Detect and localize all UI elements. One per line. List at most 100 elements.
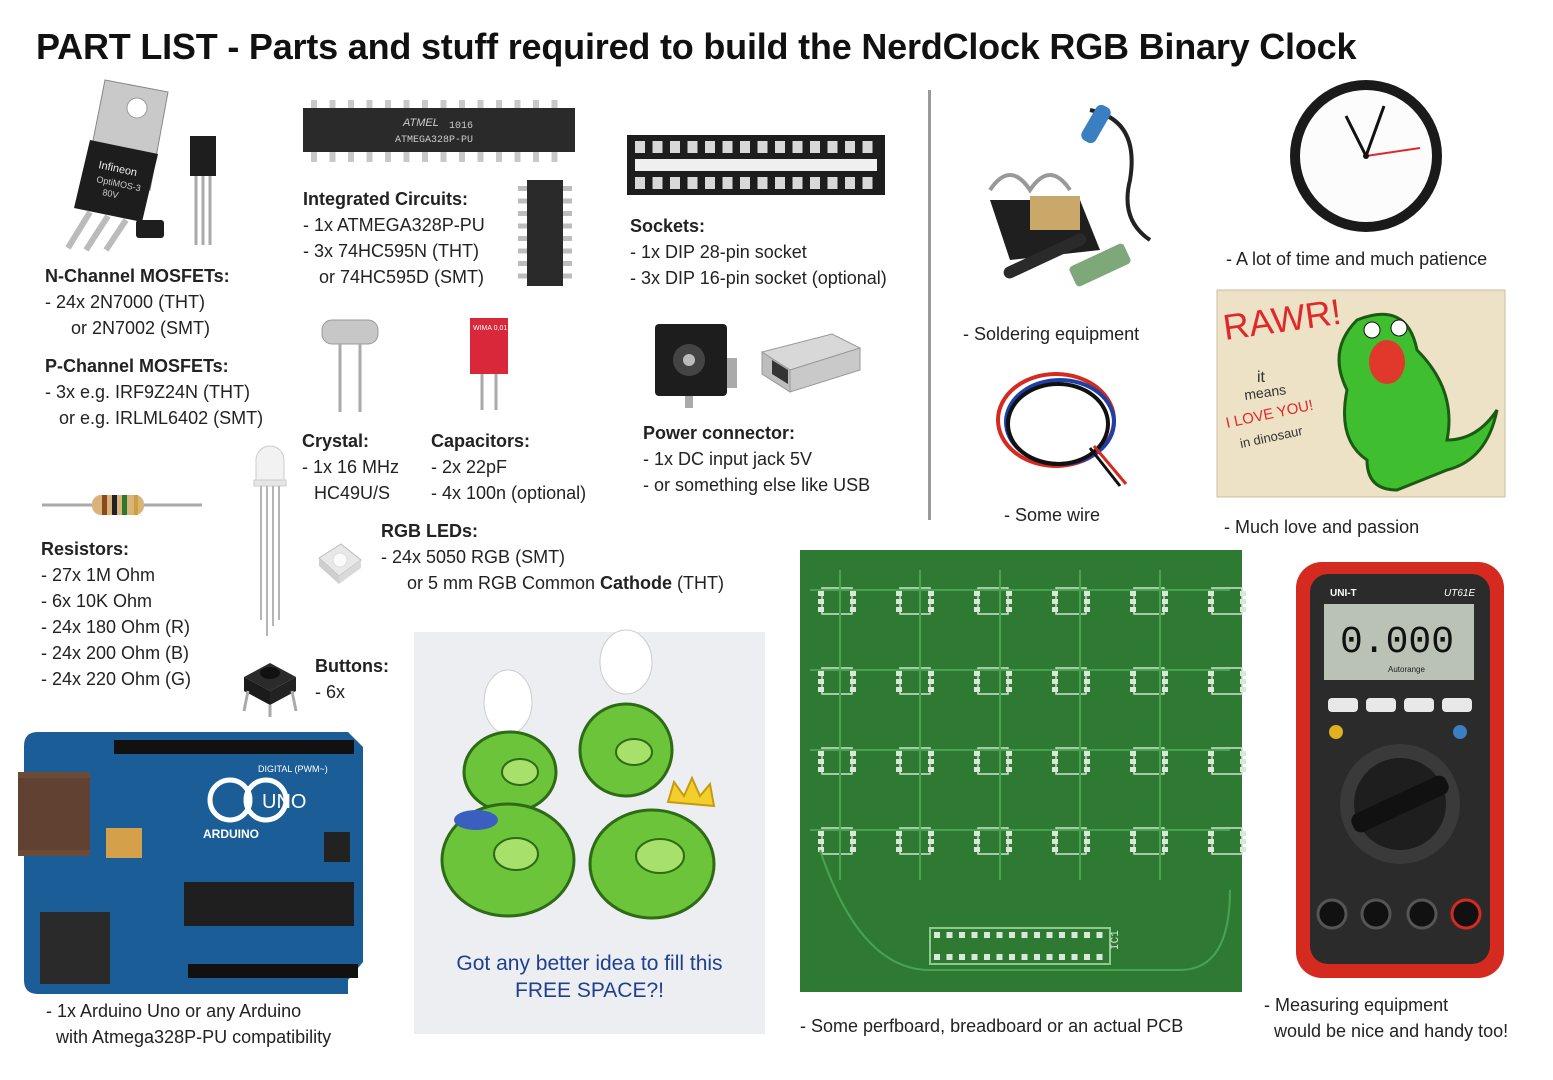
pcb-led-footprint (974, 587, 1012, 615)
led-5050-image (318, 543, 362, 584)
capacitor-label-text: WIMA 0,01 63- F6 (473, 325, 530, 332)
pcb-led-footprint (818, 827, 856, 855)
resistors-line-2: - 6x 10K Ohm (41, 591, 153, 611)
soldering-image (988, 104, 1152, 287)
arduino-board-image: UNO ARDUINO DIGITAL (PWM~) (18, 732, 363, 994)
clock-caption: - A lot of time and much patience (1226, 249, 1488, 269)
usb-connector-image (760, 333, 862, 393)
pcb-led-footprint (1052, 827, 1090, 855)
page-title: PART LIST - Parts and stuff required to … (36, 26, 1357, 67)
power-line-2: - or something else like USB (643, 475, 871, 495)
wire-caption: - Some wire (1004, 505, 1101, 525)
resistors-heading: Resistors: (41, 539, 130, 559)
pcb-led-footprint (1052, 587, 1090, 615)
nmos-line-1: - 24x 2N7000 (THT) (45, 292, 206, 312)
capacitors-line-1: - 2x 22pF (431, 457, 508, 477)
clock-image (1290, 80, 1442, 232)
love-note-line-1: it (1257, 369, 1266, 386)
atmega-chip-image: ATMEL 1016 ATMEGA328P-PU (303, 100, 575, 162)
pcb-led-footprint (1130, 667, 1168, 695)
pcb-led-footprint (974, 667, 1012, 695)
resistors-line-5: - 24x 220 Ohm (G) (41, 669, 192, 689)
wire-image (996, 372, 1128, 487)
multimeter-model: UT61E (1444, 588, 1475, 599)
crystal-line-1: - 1x 16 MHz (302, 457, 400, 477)
free-space-line-1: Got any better idea to fill this (456, 952, 723, 975)
resistors-line-3: - 24x 180 Ohm (R) (41, 617, 191, 637)
pmos-line-2: or e.g. IRLML6402 (SMT) (59, 408, 264, 428)
led-5mm-image (253, 445, 287, 636)
atmel-code-text: 1016 (449, 121, 473, 132)
rgb-heading: RGB LEDs: (381, 521, 479, 541)
atmel-part-text: ATMEGA328P-PU (395, 135, 473, 146)
soldering-caption: - Soldering equipment (963, 324, 1140, 344)
resistors-line-1: - 27x 1M Ohm (41, 565, 156, 585)
pcb-led-footprint (818, 667, 856, 695)
pcb-led-footprint (896, 747, 934, 775)
pcb-led-footprint (1052, 747, 1090, 775)
pcb-led-footprint (1208, 667, 1246, 695)
ics-line-2: - 3x 74HC595N (THT) (303, 241, 480, 261)
multimeter-brand: UNI-T (1330, 588, 1357, 599)
capacitors-line-2: - 4x 100n (optional) (431, 483, 587, 503)
resistor-image (42, 495, 202, 515)
love-caption: - Much love and passion (1224, 517, 1420, 537)
free-space-text: Got any better idea to fill this FREE SP… (414, 950, 765, 1004)
pcb-led-footprint (1130, 827, 1168, 855)
mosfet-volt-text: 80V (102, 187, 120, 200)
sockets-heading: Sockets: (630, 216, 706, 236)
dc-jack-image (655, 324, 737, 408)
pcb-led-footprint (1208, 747, 1246, 775)
pcb-led-footprint (1208, 587, 1246, 615)
atmel-logo-text: ATMEL (402, 117, 439, 129)
arduino-uno-text: UNO (262, 791, 306, 813)
ics-heading: Integrated Circuits: (303, 189, 469, 209)
pcb-caption: - Some perfboard, breadboard or an actua… (800, 1016, 1184, 1036)
pcb-led-footprint (896, 827, 934, 855)
buttons-heading: Buttons: (315, 656, 389, 676)
rgb-line-1: - 24x 5050 RGB (SMT) (381, 547, 566, 567)
buttons-line-1: - 6x (315, 682, 346, 702)
pcb-led-footprint (1130, 747, 1168, 775)
ics-line-1: - 1x ATMEGA328P-PU (303, 215, 485, 235)
mosfet-image: Infineon OptiMOS-3 80V (65, 79, 216, 252)
multimeter-caption-2: would be nice and handy too! (1274, 1021, 1509, 1041)
power-heading: Power connector: (643, 423, 796, 443)
ics-line-3: or 74HC595D (SMT) (319, 267, 485, 287)
multimeter-caption-1: - Measuring equipment (1264, 995, 1449, 1015)
pcb-image: IC1 (810, 570, 1246, 971)
crystal-image (321, 319, 379, 412)
pcb-led-footprint (1052, 667, 1090, 695)
nmos-heading: N-Channel MOSFETs: (45, 266, 230, 286)
pmos-heading: P-Channel MOSFETs: (45, 356, 229, 376)
pcb-led-footprint (896, 587, 934, 615)
section-divider (928, 90, 931, 520)
button-image (242, 663, 298, 717)
love-note-line-2: means (1243, 381, 1287, 403)
capacitors-heading: Capacitors: (431, 431, 531, 451)
pcb-led-footprint (896, 667, 934, 695)
multimeter-image: UNI-T UT61E 0.000 Autorange (1296, 562, 1504, 978)
pcb-board (800, 550, 1242, 992)
dinosaur-image: RAWR! it means I LOVE YOU! in dinosaur (1216, 289, 1506, 498)
resistors-line-4: - 24x 200 Ohm (B) (41, 643, 190, 663)
arduino-line-2: with Atmega328P-PU compatibility (56, 1027, 332, 1047)
dip-socket-image (627, 135, 885, 195)
sockets-line-2: - 3x DIP 16-pin socket (optional) (630, 268, 887, 288)
arduino-digital-text: DIGITAL (PWM~) (258, 764, 328, 774)
free-space-line-2: FREE SPACE?! (515, 979, 664, 1002)
pcb-led-footprint (1208, 827, 1246, 855)
pcb-led-footprint (818, 747, 856, 775)
multimeter-reading: 0.000 (1340, 621, 1454, 664)
nmos-line-2: or 2N7002 (SMT) (71, 318, 211, 338)
pcb-led-footprint (1130, 587, 1168, 615)
pcb-ic-label: IC1 (1110, 930, 1122, 950)
arduino-text: ARDUINO (203, 827, 259, 841)
pmos-line-1: - 3x e.g. IRF9Z24N (THT) (45, 382, 251, 402)
power-line-1: - 1x DC input jack 5V (643, 449, 813, 469)
pcb-led-footprint (818, 587, 856, 615)
pcb-led-footprint (974, 747, 1012, 775)
smd-chip-image (518, 180, 572, 286)
rgb-line-2: or 5 mm RGB Common Cathode (THT) (407, 573, 725, 593)
pigs-image (440, 629, 716, 920)
